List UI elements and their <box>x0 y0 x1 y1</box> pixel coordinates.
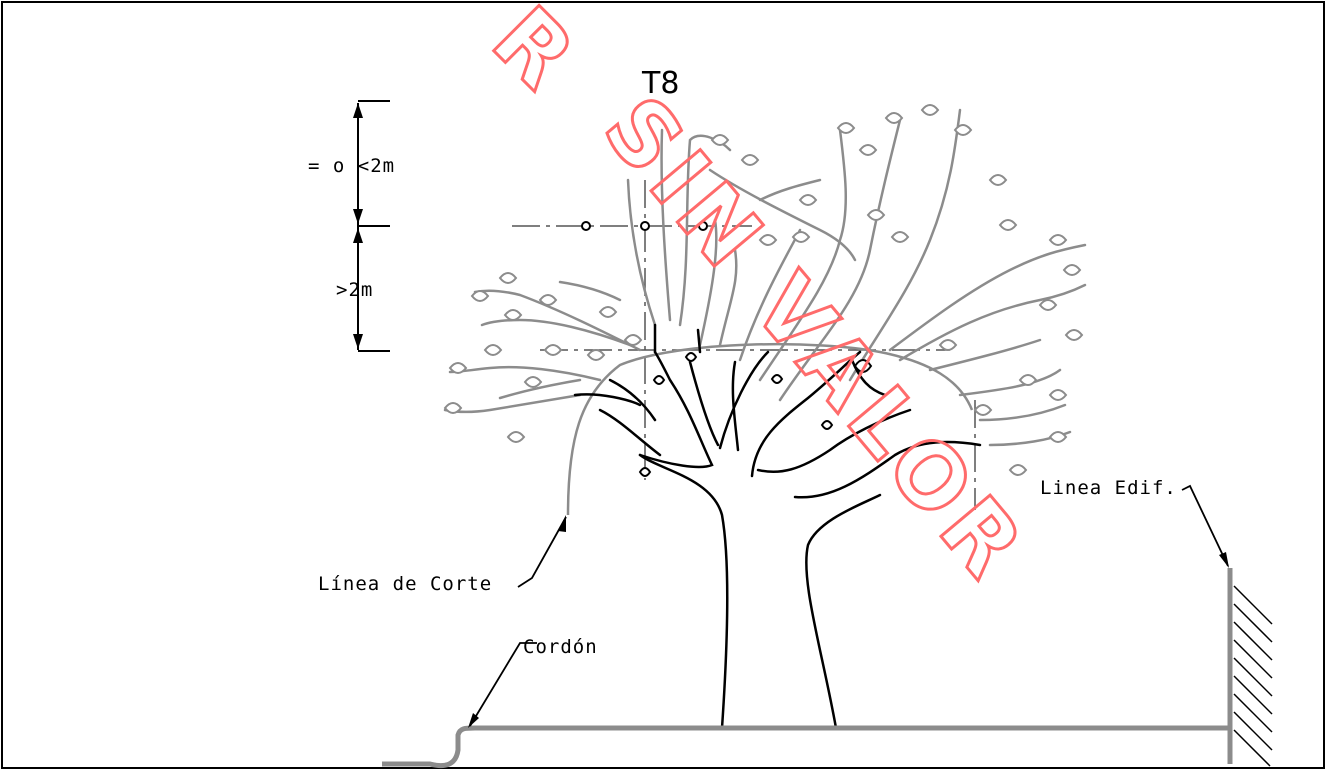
tree-leaves <box>443 104 1084 476</box>
dimension-lines <box>357 100 390 352</box>
ground-and-curb <box>382 725 1230 769</box>
cut-line-arc <box>566 342 974 516</box>
label-cut-line: Línea de Corte <box>318 573 492 595</box>
watermark-fragment: R <box>473 0 599 113</box>
building-hatch <box>1233 585 1273 767</box>
tree-trunk <box>573 323 982 730</box>
label-leaders <box>469 484 1229 727</box>
trunk-knots <box>638 352 873 477</box>
dimension-label-upper: = o <2m <box>308 155 395 177</box>
dimension-arrows <box>353 103 363 349</box>
dimension-label-lower: >2m <box>336 279 373 301</box>
label-curb: Cordón <box>523 636 598 658</box>
leader-arrowheads <box>468 515 1229 728</box>
drawing-title: T8 <box>641 66 679 101</box>
watermark-text: SIN VALOR <box>584 77 1047 601</box>
cut-markers <box>581 221 708 231</box>
label-building-line: Linea Edif. <box>1040 477 1177 499</box>
